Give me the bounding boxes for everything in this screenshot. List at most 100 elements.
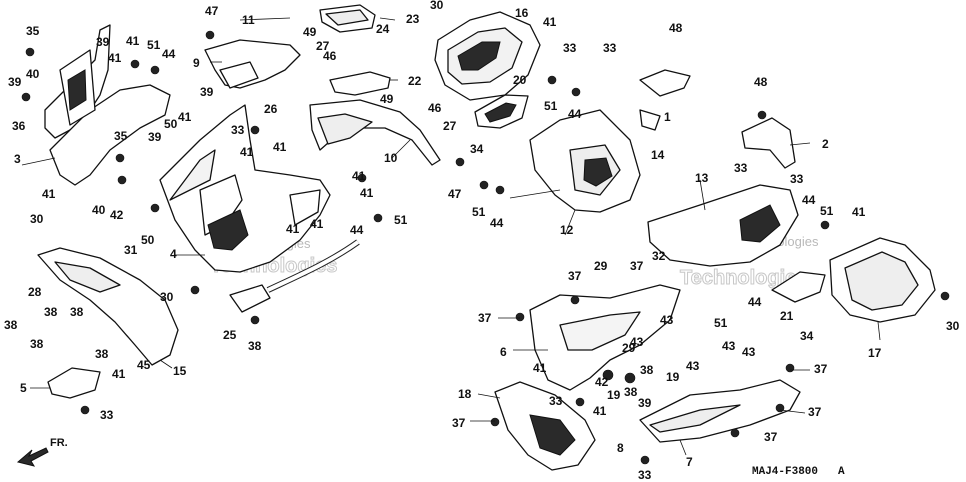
callout: 27 [316,39,330,53]
wire-harness [229,239,360,313]
callout: 38 [70,305,84,319]
callout: 21 [780,309,794,323]
callout: 7 [686,455,693,469]
part-5-bracket [47,367,101,399]
callout: 43 [630,335,644,349]
diagram-code: MAJ4-F3800 [752,466,818,478]
callout: 37 [808,405,822,419]
callout: 51 [147,38,161,52]
callout: 45 [137,358,151,372]
front-direction-arrow: FR. [16,437,68,467]
callout: 48 [669,21,683,35]
callout: 29 [622,341,636,355]
callout: 33 [563,41,577,55]
callout: 41 [852,205,866,219]
callout: 38 [30,337,44,351]
part-12-side-panel [529,109,641,213]
callout: 11 [242,13,255,27]
callout: 43 [686,359,700,373]
callout: 25 [223,328,237,342]
callout: 5 [20,381,27,395]
callout: 35 [114,129,128,143]
callout: 15 [173,364,187,378]
callout: 44 [568,107,582,121]
callout: 39 [200,85,214,99]
callout: 47 [448,187,462,201]
part-20-cover [474,94,529,129]
callout: 46 [428,101,442,115]
callout: 19 [607,388,621,402]
part-15-lower-cowl [37,247,179,366]
part-16-meter-panel [434,11,541,101]
part-17-side-cover [829,237,936,323]
callout: 41 [178,110,192,124]
callout: 41 [533,361,547,375]
callout: 46 [323,49,337,63]
callout: 19 [666,370,680,384]
callout: 42 [595,375,609,389]
part-23-cover [319,4,376,33]
callout: 50 [141,233,155,247]
callout: 38 [640,363,654,377]
callout: 38 [95,347,109,361]
callout: 38 [44,305,58,319]
leader-lines [21,17,881,456]
callout: 6 [500,345,507,359]
part-9-air-duct [204,39,301,89]
callout: 39 [148,130,162,144]
callout: 31 [124,243,138,257]
callout: 41 [126,34,140,48]
callout: 49 [303,25,317,39]
callout: 44 [802,193,816,207]
callout: 33 [638,468,652,482]
callout: 43 [660,313,674,327]
fasteners [21,30,950,465]
callout: 47 [205,4,219,18]
callout: 51 [544,99,558,113]
callout: 44 [350,223,364,237]
callout: 49 [380,92,394,106]
callout: 33 [231,123,245,137]
callout: 16 [515,6,529,20]
callout: 51 [714,316,728,330]
part-6-lower-cowl [529,284,681,391]
callout: 39 [96,35,110,49]
callout: 18 [458,387,472,401]
callout: 37 [630,259,644,273]
callout: 40 [26,67,40,81]
callout: 39 [8,75,22,89]
callout: 42 [110,208,124,222]
part-21-cover [771,271,826,303]
callout: 29 [594,259,608,273]
callout: 20 [513,73,527,87]
callout: 41 [286,222,300,236]
callout: 43 [722,339,736,353]
diagram-revision: A [838,466,845,478]
callout: 26 [264,102,278,116]
callout: 38 [248,339,262,353]
callout: 33 [603,41,617,55]
callout: 2 [822,137,829,151]
callout: 17 [868,346,882,360]
callout: 37 [814,362,828,376]
callout: 30 [430,0,444,12]
callout: 41 [360,186,374,200]
callout: 37 [478,311,492,325]
callout-labels: 35 39 41 51 44 40 39 41 36 3 47 11 49 23… [4,0,960,482]
callout: 10 [384,151,398,165]
callout: 30 [30,212,44,226]
part-1-bracket [639,69,691,131]
callout: 38 [4,318,18,332]
callout: 41 [42,187,56,201]
callout: 33 [100,408,114,422]
callout: 14 [651,148,665,162]
part-13-inner-panel [647,184,799,267]
callout: 27 [443,119,457,133]
callout: 33 [549,394,563,408]
callout: 44 [162,47,176,61]
callout: 35 [26,24,40,38]
callout: 41 [240,145,254,159]
callout: 8 [617,441,624,455]
